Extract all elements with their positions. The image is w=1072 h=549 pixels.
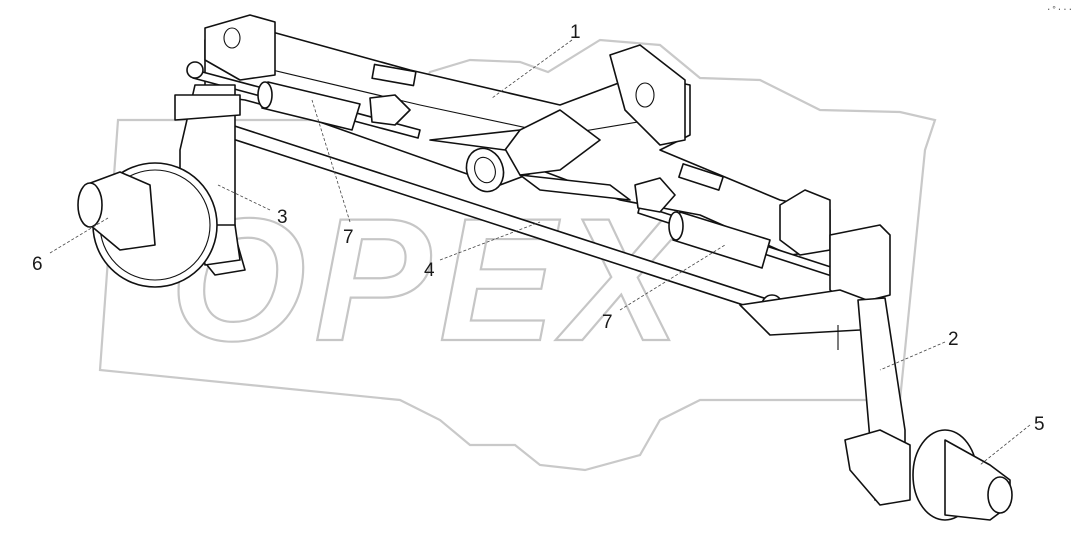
cylinder-upper-ball-joint (186, 61, 204, 79)
hub-left-cap (77, 182, 103, 228)
knuckle-left-arm (174, 94, 241, 121)
axle-beam (204, 14, 831, 256)
callout-3: 3 (277, 207, 288, 228)
bracket-left-top (204, 14, 276, 81)
bracket-center (609, 44, 686, 146)
leader-5 (979, 424, 1031, 466)
bracket-right (779, 189, 831, 256)
cylinder-upper-clevis (369, 94, 411, 126)
axle-beam-center-ridge (229, 59, 681, 136)
hub-right-cap (987, 476, 1013, 514)
leader-lines (49, 39, 1031, 466)
watermark-gear-outline (98, 38, 937, 472)
gusset-plate-lower (519, 174, 631, 201)
leader-2 (879, 341, 946, 371)
beam-pad-left (371, 63, 417, 87)
steering-cylinder-upper (186, 61, 421, 139)
callout-1: 1 (570, 22, 581, 43)
watermark-logo: OPEX (98, 38, 937, 472)
bracket-left-hole (223, 27, 241, 49)
leader-1 (491, 39, 573, 99)
steering-cylinder-lower (634, 177, 847, 281)
bracket-center-hole (635, 82, 655, 108)
leader-4 (439, 221, 541, 261)
callout-6: 6 (32, 254, 43, 275)
hub-left-with-ring-gear (77, 162, 218, 288)
cylinder-upper-end-cap (257, 81, 273, 109)
watermark-text: OPEX (170, 183, 690, 378)
gusset-plate-upper (429, 129, 521, 151)
leader-6 (49, 217, 109, 254)
center-pivot-housing (499, 109, 601, 176)
cylinder-lower-end-cap (668, 211, 684, 241)
knuckle-right-foot (844, 429, 911, 506)
callout-2: 2 (948, 329, 959, 350)
center-pivot-tube (465, 147, 505, 193)
leader-7a (311, 99, 351, 223)
callout-4: 4 (424, 260, 435, 281)
callout-7-left: 7 (343, 227, 354, 248)
corner-mark: ·°··· (1046, 5, 1072, 15)
callout-labels: 1 2 3 4 5 6 7 7 (32, 22, 1045, 435)
center-pivot-bore (474, 156, 496, 184)
callout-7-right: 7 (602, 312, 613, 333)
hub-right (912, 429, 1013, 521)
knuckle-right (739, 224, 911, 506)
leader-7b (619, 244, 726, 311)
beam-pad-right (678, 163, 724, 191)
cylinder-lower-clevis (634, 177, 676, 213)
callout-5: 5 (1034, 414, 1045, 435)
knuckle-right-upper (829, 224, 891, 306)
